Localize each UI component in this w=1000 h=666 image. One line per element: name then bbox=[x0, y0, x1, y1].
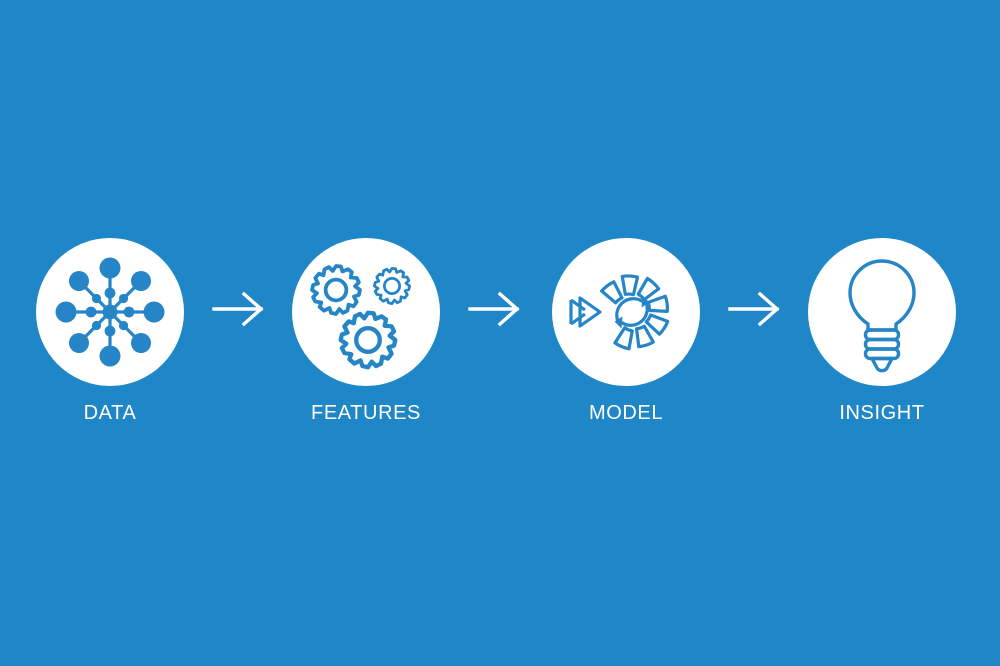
arrow-right-icon bbox=[468, 291, 520, 327]
step-label-model: MODEL bbox=[588, 402, 664, 424]
process-step-features[interactable]: FEATURES bbox=[291, 238, 441, 438]
cycle-arrow bbox=[615, 297, 649, 327]
process-step-data[interactable]: DATA bbox=[35, 238, 185, 438]
step-icon-disc bbox=[552, 238, 700, 386]
bulb-glass bbox=[848, 259, 916, 332]
ring-segments bbox=[600, 274, 670, 351]
arrow-right-icon bbox=[728, 291, 780, 327]
step-label-insight: INSIGHT bbox=[839, 402, 925, 424]
play-triangles bbox=[569, 296, 602, 328]
gear-small-right bbox=[372, 266, 412, 306]
gear-large-bottom bbox=[341, 313, 396, 368]
arrow-right-icon bbox=[212, 291, 264, 327]
process-flow: DATA bbox=[0, 238, 1000, 438]
gears-icon bbox=[310, 264, 412, 386]
gear-large-left bbox=[310, 264, 362, 316]
process-step-model[interactable]: MODEL bbox=[551, 238, 701, 438]
step-icon-disc bbox=[808, 238, 956, 386]
process-step-insight[interactable]: INSIGHT bbox=[807, 238, 957, 438]
lightbulb-icon bbox=[848, 259, 916, 373]
connector-arrow-1 bbox=[211, 287, 267, 331]
connector-arrow-3 bbox=[727, 287, 783, 331]
connector-arrow-2 bbox=[467, 287, 523, 331]
step-icon-disc bbox=[292, 238, 440, 386]
network-nodes-icon bbox=[55, 257, 165, 367]
cycle-arrow-heads bbox=[614, 295, 650, 329]
step-label-data: DATA bbox=[83, 402, 137, 424]
step-label-features: FEATURES bbox=[311, 402, 421, 424]
step-icon-disc bbox=[36, 238, 184, 386]
bulb-tip bbox=[870, 356, 894, 373]
segmented-ring-cycle-icon bbox=[569, 274, 670, 351]
